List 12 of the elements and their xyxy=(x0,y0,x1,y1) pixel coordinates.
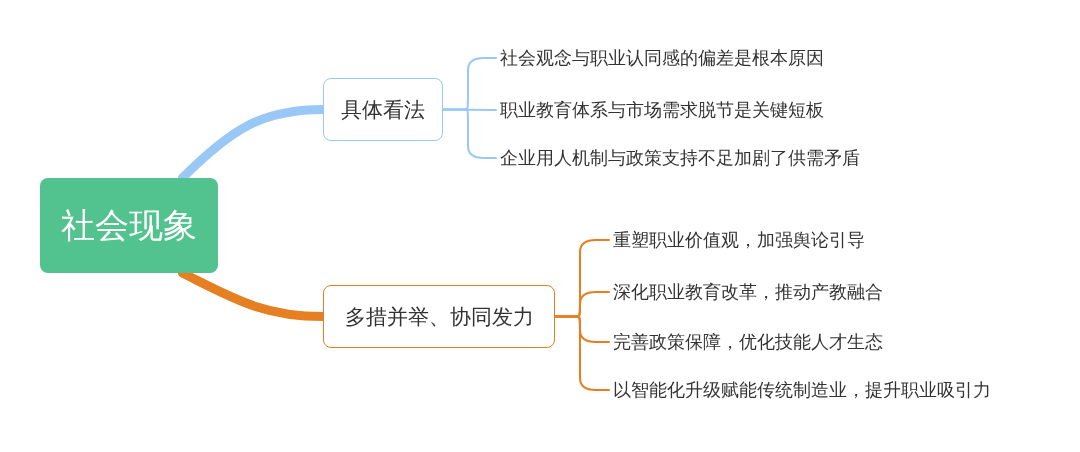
branch-text: 重塑职业价值观，加强舆论引导 xyxy=(613,228,865,252)
branch-text: 职业教育体系与市场需求脱节是关键短板 xyxy=(500,98,824,122)
branch-text: 社会观念与职业认同感的偏差是根本原因 xyxy=(500,46,824,70)
topic-box: 具体看法 xyxy=(323,78,443,141)
central-topic-box: 社会现象 xyxy=(40,178,218,273)
branch-text: 完善政策保障，优化技能人才生态 xyxy=(613,330,883,354)
branch-text: 深化职业教育改革，推动产教融合 xyxy=(613,280,883,304)
topic-box: 多措并举、协同发力 xyxy=(323,285,555,348)
branch-connector xyxy=(442,108,497,159)
branch-text: 企业用人机制与政策支持不足加剧了供需矛盾 xyxy=(500,146,860,170)
branch-connector xyxy=(554,315,610,391)
branch-text: 以智能化升级赋能传统制造业，提升职业吸引力 xyxy=(613,378,991,402)
